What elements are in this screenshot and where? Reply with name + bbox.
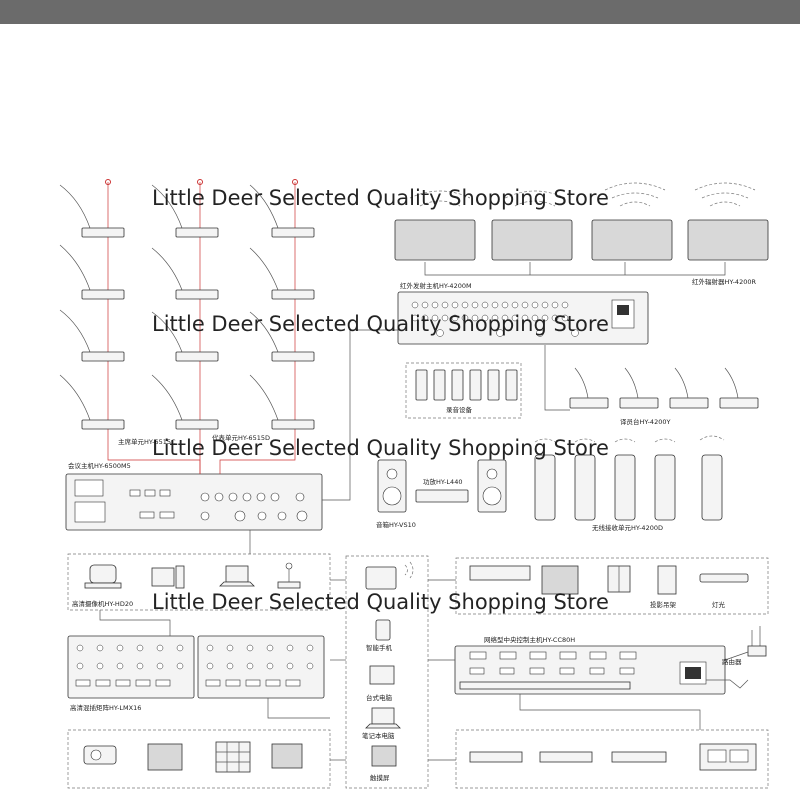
mic-unit xyxy=(249,247,315,300)
electric-curtain xyxy=(469,565,531,581)
watermark-text: Little Deer Selected Quality Shopping St… xyxy=(152,186,609,210)
mic-unit xyxy=(59,244,125,300)
mic-unit xyxy=(151,311,219,362)
wireless-receiver-label: 无线接收单元HY-4200D xyxy=(592,523,663,532)
mic-unit xyxy=(59,309,125,362)
ir-radiator-panel xyxy=(687,219,769,261)
monitor-screen xyxy=(271,743,303,769)
mic-unit xyxy=(59,374,125,430)
desktop-label: 台式电脑 xyxy=(366,693,393,702)
light-fixture xyxy=(699,573,749,583)
top-bar xyxy=(0,0,800,24)
conference-host-label: 会议主机HY-6500M5 xyxy=(68,461,131,470)
ir-radiator-label: 红外辐射器HY-4200R xyxy=(692,277,756,286)
control-terminals: 智能手机 台式电脑 笔记本电脑 触摸屏 xyxy=(345,555,429,789)
projection-screen xyxy=(541,565,579,595)
mic-unit xyxy=(249,184,315,238)
chairman-unit-label: 主席单元HY-6515C xyxy=(118,437,176,446)
interpreter-desks: 译员台HY-4200Y xyxy=(544,345,759,426)
central-control-host: 网络型中央控制主机HY-CC80H 路由器 xyxy=(454,626,767,695)
wireless-receivers: 无线接收单元HY-4200D xyxy=(534,435,725,532)
mic-unit xyxy=(151,374,219,430)
av-devices xyxy=(455,694,769,789)
mic-unit xyxy=(249,374,315,430)
smartphone-device xyxy=(375,619,391,641)
mic-unit xyxy=(151,184,219,238)
media-player xyxy=(611,751,667,763)
delegate-unit-label: 代表单元HY-6515D xyxy=(212,433,270,442)
interpreter-label: 译员台HY-4200Y xyxy=(620,417,670,426)
hybrid-matrix: 高清混插矩阵HY-LMX16 xyxy=(67,610,325,712)
ir-radiators: 红外辐射器HY-4200R xyxy=(394,182,769,286)
amplifier-unit xyxy=(415,489,469,503)
watermark-text: Little Deer Selected Quality Shopping St… xyxy=(152,436,609,460)
desktop-device xyxy=(369,665,395,685)
ir-radiator-panel xyxy=(394,219,476,261)
controlled-devices: 投影吊架 灯光 xyxy=(455,557,769,615)
display-screen xyxy=(147,743,183,771)
hybrid-matrix-label: 高清混插矩阵HY-LMX16 xyxy=(70,703,141,712)
central-control-label: 网络型中央控制主机HY-CC80H xyxy=(484,635,575,644)
ir-transmitter-label: 红外发射主机HY-4200M xyxy=(400,281,472,290)
projector-hanger-label: 投影吊架 xyxy=(650,600,677,609)
laptop-device xyxy=(219,565,255,587)
microphone-grid: 主席单元HY-6515C 代表单元HY-6515D xyxy=(59,179,315,446)
mic-unit xyxy=(151,247,219,300)
projector-device xyxy=(83,745,117,765)
laptop-label: 笔记本电脑 xyxy=(362,731,395,740)
amplifier-label: 功放HY-L440 xyxy=(423,477,462,486)
stage-curtain xyxy=(607,565,631,593)
document-camera xyxy=(277,562,301,589)
mic-unit xyxy=(249,311,315,362)
router-label: 路由器 xyxy=(722,657,742,666)
recording-devices: 录音设备 xyxy=(405,362,522,419)
video-sources: 高清摄像机HY-HD20 xyxy=(67,553,331,611)
conference-host: 会议主机HY-6500M5 xyxy=(65,329,398,531)
watermark-text: Little Deer Selected Quality Shopping St… xyxy=(152,312,609,336)
hd-camera-label: 高清摄像机HY-HD20 xyxy=(72,599,133,608)
audio-system: 功放HY-L440 音箱HY-VS10 xyxy=(376,459,507,529)
laptop-terminal xyxy=(371,707,395,725)
hd-camera xyxy=(84,564,122,589)
ir-transmitter: 红外发射主机HY-4200M xyxy=(397,281,649,345)
display-outputs xyxy=(67,729,331,789)
recording-label: 录音设备 xyxy=(446,405,473,414)
desktop-pc xyxy=(151,565,185,589)
tablet-device xyxy=(365,566,397,590)
dvd-player xyxy=(469,751,523,763)
speaker-label: 音箱HY-VS10 xyxy=(376,520,416,529)
lighting-label: 灯光 xyxy=(712,600,726,609)
watermark-text: Little Deer Selected Quality Shopping St… xyxy=(152,590,609,614)
video-wall xyxy=(215,741,251,773)
touchscreen-device xyxy=(371,745,397,767)
mic-unit xyxy=(59,184,125,238)
ir-radiator-panel xyxy=(591,219,673,261)
touchscreen-label: 触摸屏 xyxy=(370,773,390,782)
smartphone-label: 智能手机 xyxy=(366,643,393,652)
ir-radiator-panel xyxy=(491,219,573,261)
blu-ray-player xyxy=(539,751,593,763)
projector-hanger-device xyxy=(657,565,677,595)
